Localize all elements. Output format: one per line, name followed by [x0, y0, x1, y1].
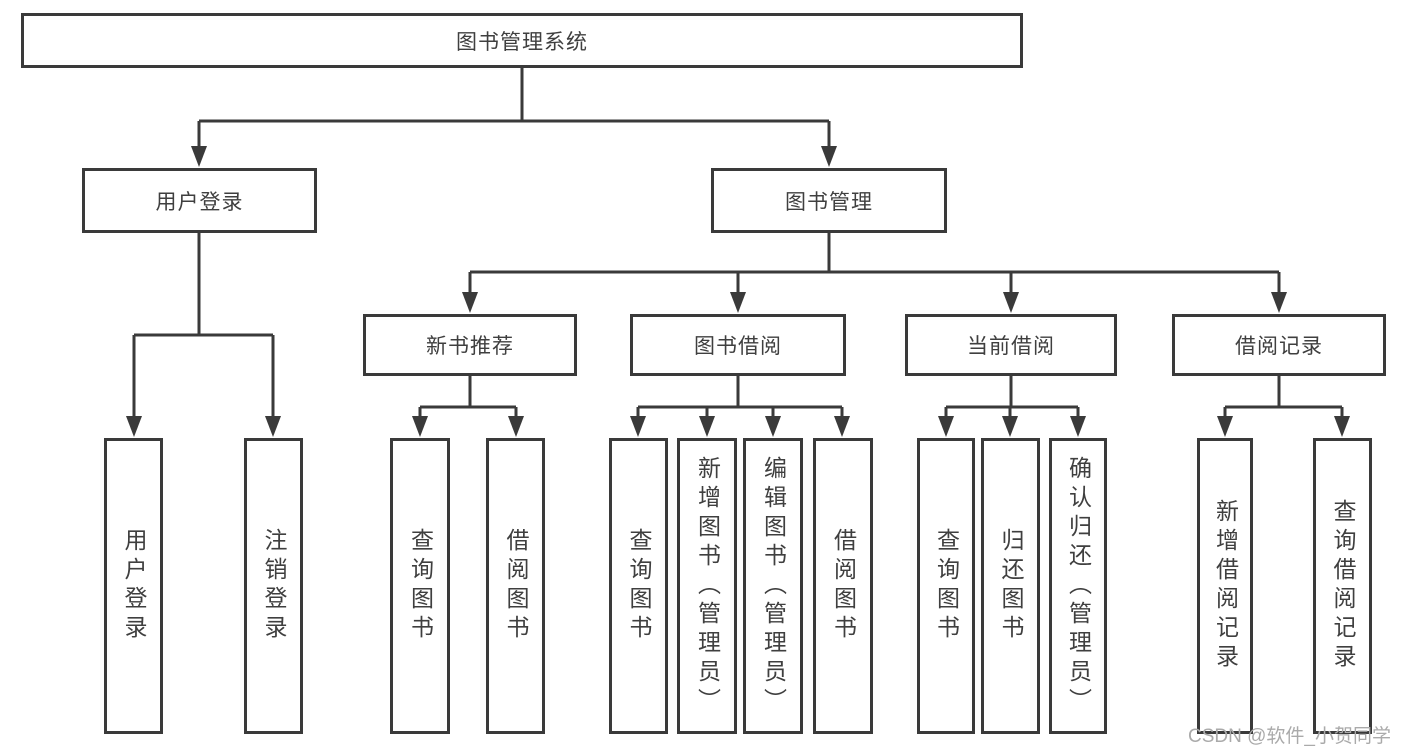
- arrowhead: [1070, 416, 1086, 437]
- arrowhead: [126, 416, 142, 437]
- leaf-current-query-books: 查询图书: [917, 438, 975, 734]
- leaf-label: 编辑图书（管理员）: [760, 455, 787, 717]
- leaf-label: 注销登录: [261, 528, 287, 644]
- leaf-borrow-borrow-books: 借阅图书: [813, 438, 873, 734]
- node-new-book-recommend: 新书推荐: [363, 314, 577, 376]
- leaf-records-query-record: 查询借阅记录: [1313, 438, 1372, 734]
- arrowhead: [412, 416, 428, 437]
- leaf-borrow-add-books-admin: 新增图书（管理员）: [677, 438, 737, 734]
- leaf-label: 查询图书: [407, 528, 434, 644]
- leaf-label: 用户登录: [121, 528, 147, 644]
- leaf-label: 新增借阅记录: [1212, 499, 1239, 673]
- arrowhead: [1002, 416, 1018, 437]
- leaf-current-confirm-return-admin: 确认归还（管理员）: [1049, 438, 1107, 734]
- arrowhead: [191, 146, 207, 167]
- leaf-label: 查询图书: [933, 528, 960, 644]
- leaf-label: 借阅图书: [830, 528, 857, 644]
- leaf-borrow-query-books: 查询图书: [609, 438, 668, 734]
- arrowhead: [834, 416, 850, 437]
- leaf-recommend-query-books: 查询图书: [390, 438, 450, 734]
- leaf-user-login: 用户登录: [104, 438, 163, 734]
- arrowhead: [462, 292, 478, 313]
- arrowhead: [508, 416, 524, 437]
- arrowhead: [730, 292, 746, 313]
- node-current-borrow: 当前借阅: [905, 314, 1117, 376]
- connector-book-management-children: [468, 233, 1281, 295]
- node-user-login: 用户登录: [82, 168, 317, 233]
- node-book-borrow: 图书借阅: [630, 314, 846, 376]
- arrowhead: [1003, 292, 1019, 313]
- node-borrow-records: 借阅记录: [1172, 314, 1386, 376]
- arrowhead: [699, 416, 715, 437]
- leaf-logout: 注销登录: [244, 438, 303, 734]
- connector-borrow-records-children: [1223, 376, 1344, 419]
- leaf-label: 查询借阅记录: [1330, 499, 1356, 673]
- leaf-borrow-edit-books-admin: 编辑图书（管理员）: [743, 438, 803, 734]
- arrowhead: [1217, 416, 1233, 437]
- watermark-text: CSDN @软件_小贺同学: [1188, 726, 1391, 747]
- arrowhead: [821, 146, 837, 167]
- connector-current-borrow-children: [944, 376, 1080, 419]
- leaf-current-return-books: 归还图书: [981, 438, 1040, 734]
- arrowhead: [1334, 416, 1350, 437]
- leaf-label: 归还图书: [998, 528, 1024, 644]
- arrowhead: [938, 416, 954, 437]
- leaf-label: 新增图书（管理员）: [694, 455, 721, 717]
- arrowhead: [1271, 292, 1287, 313]
- connector-book-borrow-children: [636, 376, 844, 419]
- connector-user-login-children: [132, 233, 275, 419]
- connector-new-book-children: [418, 376, 518, 419]
- node-book-management: 图书管理: [711, 168, 947, 233]
- node-root: 图书管理系统: [21, 13, 1023, 68]
- arrowhead: [765, 416, 781, 437]
- connector-root-to-level2: [197, 68, 831, 149]
- leaf-label: 确认归还（管理员）: [1065, 455, 1092, 717]
- arrowhead: [630, 416, 646, 437]
- leaf-label: 查询图书: [626, 528, 652, 644]
- leaf-records-add-record: 新增借阅记录: [1197, 438, 1253, 734]
- arrowhead: [265, 416, 281, 437]
- leaf-label: 借阅图书: [503, 528, 529, 644]
- leaf-recommend-borrow-books: 借阅图书: [486, 438, 545, 734]
